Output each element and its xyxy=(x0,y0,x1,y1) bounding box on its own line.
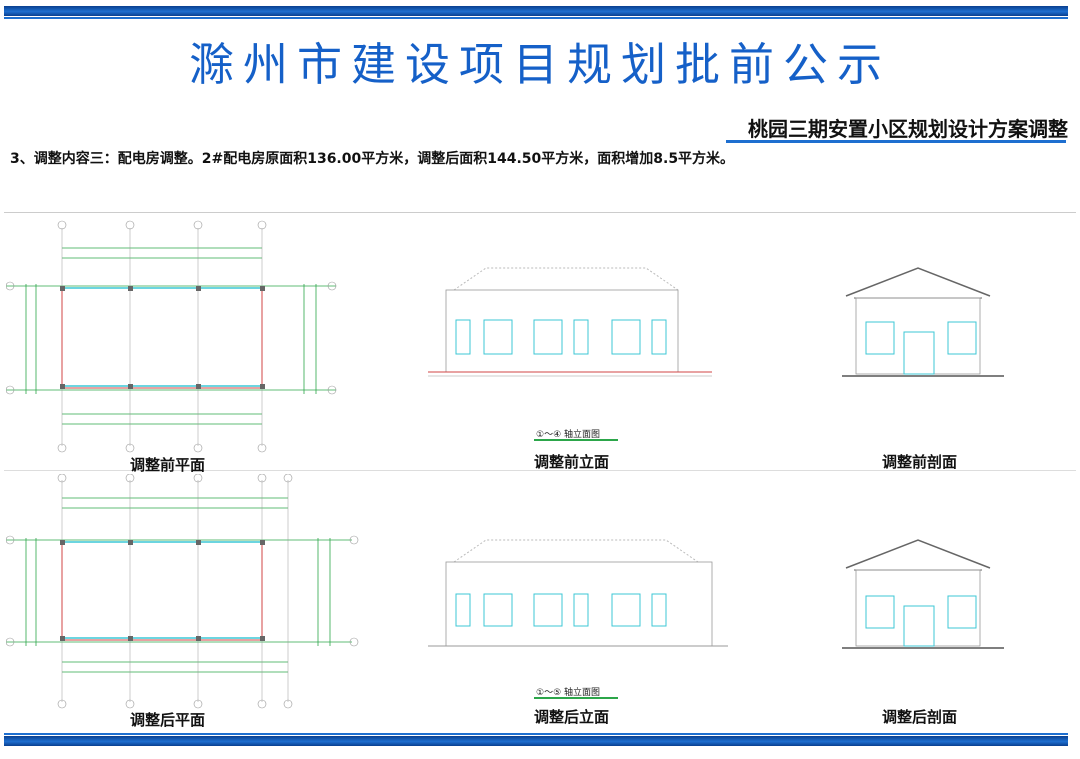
before-elevation-caption: 调整前立面 xyxy=(534,453,610,471)
after-elevation-tag-underline xyxy=(534,697,618,699)
after-elevation-drawing xyxy=(428,539,728,647)
page-title: 滁州市建设项目规划批前公示 xyxy=(188,38,891,91)
before-elevation-tag: ①～④ 轴立面图 xyxy=(536,430,600,440)
after-plan-drawing xyxy=(6,474,359,709)
adjustment-description: 3、调整内容三：配电房调整。2#配电房原面积136.00平方米，调整后面积144… xyxy=(10,151,735,167)
before-elevation-drawing xyxy=(428,267,712,377)
before-plan-caption: 调整前平面 xyxy=(130,456,206,474)
top-decor-bar xyxy=(4,6,1068,16)
before-section-caption: 调整前剖面 xyxy=(882,453,958,471)
before-plan-drawing xyxy=(6,220,337,453)
after-elevation-caption: 调整后立面 xyxy=(534,708,610,726)
before-elevation-tag-underline xyxy=(534,439,618,441)
after-elevation-tag: ①～⑤ 轴立面图 xyxy=(536,688,600,698)
drawing-frame xyxy=(4,212,1076,725)
after-plan-caption: 调整后平面 xyxy=(130,711,206,729)
top-decor-line xyxy=(4,17,1068,19)
after-section-caption: 调整后剖面 xyxy=(882,708,958,726)
after-section-drawing xyxy=(842,539,1004,649)
bottom-decor-line xyxy=(4,733,1068,735)
bottom-decor-bar xyxy=(4,736,1068,746)
project-underline xyxy=(726,140,1066,143)
drawing-divider xyxy=(4,470,1076,471)
before-section-drawing xyxy=(842,267,1004,377)
project-name: 桃园三期安置小区规划设计方案调整 xyxy=(748,117,1068,141)
